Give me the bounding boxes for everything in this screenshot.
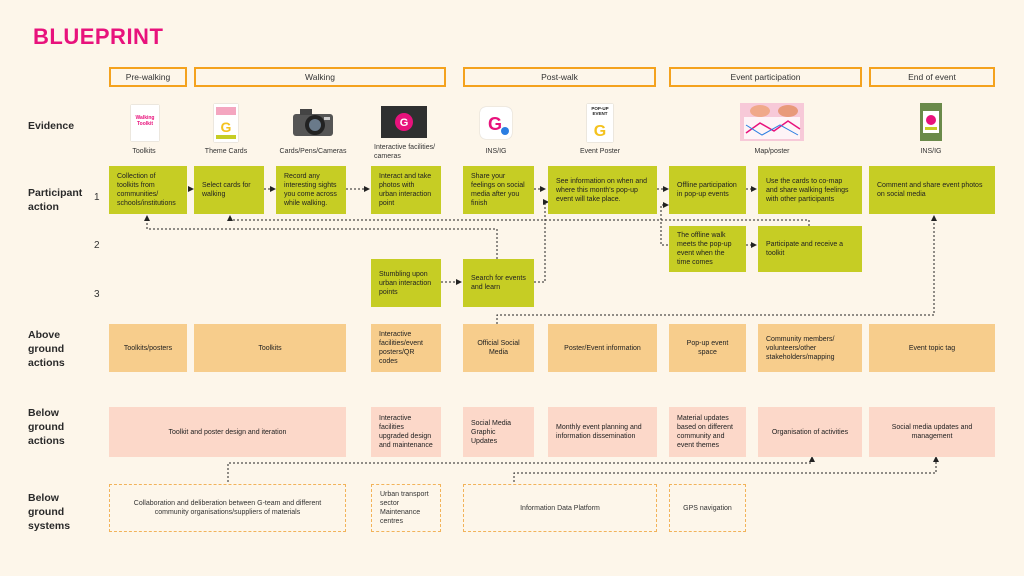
row-label-below-ground-systems: Below ground systems — [28, 492, 71, 532]
system-urban-transport: Urban transport sector Maintenance centr… — [371, 484, 441, 532]
theme-cards-thumbnail: G — [214, 104, 238, 142]
toolkit-thumbnail: Walking Toolkit — [131, 105, 159, 141]
svg-text:G: G — [594, 123, 606, 140]
participant-comment-share: Comment and share event photos on social… — [869, 166, 995, 214]
svg-text:G: G — [400, 117, 409, 129]
participant-co-map: Use the cards to co-map and share walkin… — [758, 166, 862, 214]
interactive-facility-image: G — [395, 113, 413, 131]
ins-ig-photo-image — [923, 111, 939, 133]
below-toolkit-poster-design: Toolkit and poster design and iteration — [109, 407, 346, 457]
participant-search-events: Search for events and learn — [463, 259, 534, 307]
map-poster-image — [744, 105, 801, 139]
step-number-2: 2 — [94, 240, 100, 251]
row-label-below-ground-actions: Below ground actions — [28, 407, 65, 447]
evidence-label-ins-ig: INS/IG — [485, 148, 507, 155]
below-organisation-of-activities: Organisation of activities — [758, 407, 862, 457]
above-pop-up-event-space: Pop-up event space — [669, 324, 746, 372]
evidence-label-toolkits: Toolkits — [132, 148, 156, 155]
event-poster-thumbnail-text: POP-UP EVENT — [591, 106, 609, 116]
participant-see-information: See information on when and where this m… — [548, 166, 657, 214]
event-poster-image: G — [594, 123, 606, 140]
system-gps-navigation: GPS navigation — [669, 484, 746, 532]
camera-icon — [293, 109, 333, 136]
below-social-media-updates: Social media updates and management — [869, 407, 995, 457]
system-information-data-platform: Information Data Platform — [463, 484, 657, 532]
above-toolkits: Toolkits — [194, 324, 346, 372]
below-material-updates: Material updates based on different comm… — [669, 407, 746, 457]
ins-ig-photo-thumbnail — [920, 103, 942, 141]
participant-offline-walk-meets: The offline walk meets the pop-up event … — [669, 226, 746, 272]
above-interactive-facilities: Interactive facilities/event posters/QR … — [371, 324, 441, 372]
participant-select-cards: Select cards for walking — [194, 166, 264, 214]
theme-cards-image: G — [216, 107, 236, 139]
ins-ig-icon-1: G — [480, 107, 512, 139]
participant-offline-participation: Offline participation in pop-up events — [669, 166, 746, 214]
svg-text:G: G — [221, 119, 232, 135]
svg-text:G: G — [488, 114, 502, 134]
stage-post-walk: Post-walk — [463, 67, 656, 87]
participant-record-sights: Record any interesting sights you come a… — [276, 166, 346, 214]
interactive-facility-thumbnail: G — [381, 106, 427, 138]
above-event-topic-tag: Event topic tag — [869, 324, 995, 372]
above-toolkits-posters: Toolkits/posters — [109, 324, 187, 372]
evidence-label-interactive-facilities: Interactive facilities/ cameras — [374, 144, 436, 160]
participant-collection-of-toolkits: Collection of toolkits from communities/… — [109, 166, 187, 214]
page-title: BLUEPRINT — [33, 24, 164, 49]
above-official-social-media: Official Social Media — [463, 324, 534, 372]
step-number-3: 3 — [94, 289, 100, 300]
system-collaboration: Collaboration and deliberation between G… — [109, 484, 346, 532]
stage-event-participation: Event participation — [669, 67, 862, 87]
participant-stumbling-upon: Stumbling upon urban interaction points — [371, 259, 441, 307]
above-community-members: Community members/ volunteers/other stak… — [758, 324, 862, 372]
evidence-label-cards-pens-cameras: Cards/Pens/Cameras — [279, 148, 347, 155]
stage-walking: Walking — [194, 67, 446, 87]
event-poster-thumbnail: POP-UP EVENT G — [587, 104, 613, 142]
map-poster-thumbnail — [740, 103, 804, 141]
g-logo-icon: G — [488, 114, 509, 135]
row-label-above-ground: Above ground actions — [28, 329, 65, 369]
stage-pre-walking: Pre-walking — [109, 67, 187, 87]
below-social-media-graphic-updates: Social Media Graphic Updates — [463, 407, 534, 457]
row-label-participant-action: Participant action — [28, 187, 83, 213]
stage-end-of-event: End of event — [869, 67, 995, 87]
participant-receive-toolkit: Participate and receive a toolkit — [758, 226, 862, 272]
evidence-label-ins-ig-end: INS/IG — [920, 148, 942, 155]
below-interactive-facilities-upgraded: Interactive facilities upgraded design a… — [371, 407, 441, 457]
above-poster-event-info: Poster/Event information — [548, 324, 657, 372]
camera-thumbnail — [292, 106, 334, 143]
evidence-label-event-poster: Event Poster — [579, 148, 621, 155]
step-number-1: 1 — [94, 192, 100, 203]
participant-interact-photos: Interact and take photos with urban inte… — [371, 166, 441, 214]
evidence-label-theme-cards: Theme Cards — [204, 148, 248, 155]
row-label-evidence: Evidence — [28, 120, 75, 132]
below-monthly-event-planning: Monthly event planning and information d… — [548, 407, 657, 457]
toolkit-thumbnail-text: Walking Toolkit — [135, 115, 155, 127]
evidence-label-map-poster: Map/poster — [754, 148, 790, 155]
participant-share-feelings: Share your feelings on social media afte… — [463, 166, 534, 214]
